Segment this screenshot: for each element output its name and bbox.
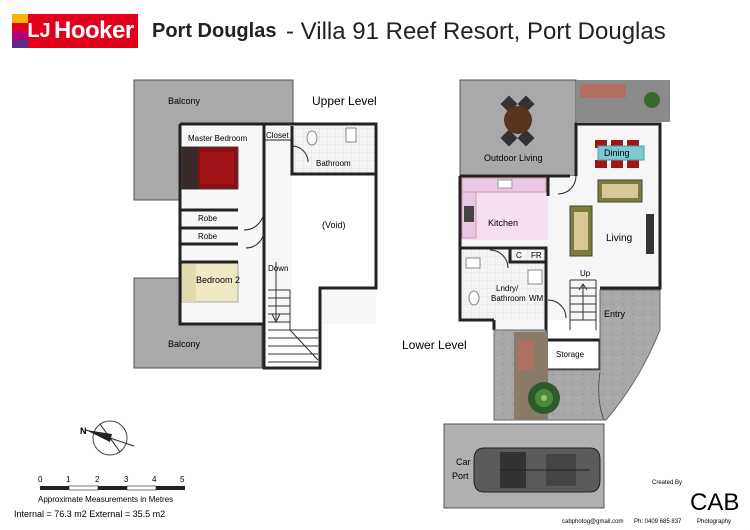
sofa-top-cushion: [602, 184, 638, 198]
logo-lj: LJ: [27, 14, 51, 48]
upper-basin: [345, 127, 357, 143]
upper-toilet: [306, 130, 318, 146]
lower-level-title: Lower Level: [402, 338, 467, 352]
car: [473, 447, 601, 493]
c-label: C: [516, 251, 522, 260]
port-label: Port: [452, 471, 469, 481]
wm-label: WM: [529, 294, 544, 303]
upper-walls: [178, 122, 378, 370]
scale-tick-1: 1: [66, 475, 71, 484]
upper-bathroom-floor: [292, 126, 374, 174]
fr-label: FR: [531, 251, 542, 260]
dining-label: Dining: [604, 148, 630, 158]
credits: Created By CAB cabphotog@gmail.com Ph: 0…: [562, 480, 739, 525]
svg-text:N: N: [80, 426, 87, 436]
cooktop: [464, 206, 474, 222]
tv-unit: [646, 214, 654, 254]
outdoor-table: [500, 95, 535, 147]
outdoor-living-label: Outdoor Living: [484, 153, 543, 163]
credits-phone: Ph: 0409 685 837: [634, 519, 682, 525]
credits-brand: Photography: [697, 519, 731, 525]
down-label: Down: [268, 264, 288, 273]
kitchen-sink: [497, 179, 513, 189]
garden-shrub: [528, 382, 560, 414]
dining-table: [595, 140, 645, 168]
scale-tick-3: 3: [124, 475, 129, 484]
kitchen-label: Kitchen: [488, 218, 518, 228]
upper-level-title: Upper Level: [312, 94, 377, 108]
north-compass: N: [80, 420, 135, 456]
upper-doors: [243, 139, 309, 249]
entry-label: Entry: [604, 309, 626, 319]
office-name: Port Douglas: [152, 20, 277, 42]
master-bed-cover: [200, 152, 234, 184]
master-bed-pillows: [182, 147, 198, 189]
scale-tick-2: 2: [95, 475, 100, 484]
upper-level: Balcony Upper Level Master Bedroom Close…: [133, 79, 378, 370]
lower-basin: [465, 257, 481, 269]
upper-balcony-top-label: Balcony: [168, 96, 201, 106]
void-area: [292, 174, 376, 368]
entry-path: [545, 289, 661, 421]
garden-planter-2: [518, 340, 534, 370]
garden-shrub-top-right: [644, 92, 660, 108]
garden-planter: [580, 84, 626, 98]
lower-level: Outdoor Living Dining Kitchen Living C F…: [402, 79, 670, 509]
scale-tick-5: 5: [180, 475, 185, 484]
scale-tick-0: 0: [38, 475, 43, 484]
up-label: Up: [580, 269, 591, 278]
upper-bathroom-label: Bathroom: [316, 159, 351, 168]
scale-caption: Approximate Measurements in Metres: [38, 495, 173, 504]
void-label: (Void): [322, 220, 346, 230]
created-by: Created By: [652, 480, 682, 486]
robe-1-label: Robe: [198, 214, 218, 223]
logo-hooker: Hooker: [50, 14, 138, 48]
laundry-label-line2: Bathroom: [491, 294, 526, 303]
storage-label: Storage: [556, 350, 585, 359]
upper-balcony-bottom-label: Balcony: [168, 339, 201, 349]
lower-stairs: [569, 279, 597, 330]
page-title: - Villa 91 Reef Resort, Port Douglas: [286, 18, 666, 45]
living-label: Living: [606, 233, 632, 244]
cab-monogram: CAB: [690, 489, 739, 516]
path-curve: [598, 371, 605, 421]
logo-stripes: [12, 14, 28, 48]
bedroom2-bed-pillows: [182, 262, 196, 302]
robe-2-label: Robe: [198, 232, 218, 241]
lower-walls: [458, 122, 662, 372]
area-summary: Internal = 76.3 m2 External = 35.5 m2: [14, 509, 165, 519]
lower-toilet: [468, 290, 480, 306]
laundry-label-line1: Lndry/: [496, 284, 519, 293]
bedroom-2-label: Bedroom 2: [196, 275, 240, 285]
scale-tick-4: 4: [152, 475, 157, 484]
car-label: Car: [456, 457, 471, 467]
washing-machine: [527, 269, 543, 285]
upper-stairs: [268, 262, 319, 363]
closet-label: Closet: [266, 131, 289, 140]
lj-hooker-logo: LJ Hooker: [12, 14, 138, 48]
master-bedroom-label: Master Bedroom: [188, 134, 247, 143]
scale-bar: 0 1 2 3 4 5 Approximate Measurements in …: [14, 475, 185, 519]
credits-email: cabphotog@gmail.com: [562, 519, 623, 525]
sofa-side-cushion: [574, 212, 588, 250]
